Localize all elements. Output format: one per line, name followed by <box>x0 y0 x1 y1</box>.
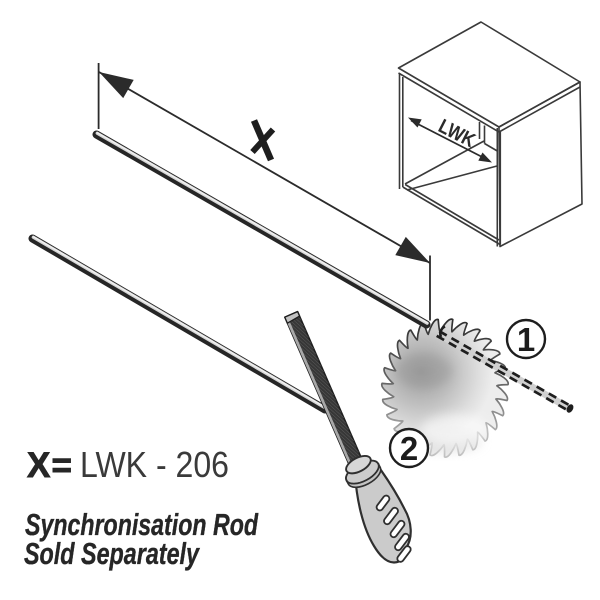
svg-text:Synchronisation Rod: Synchronisation Rod <box>25 507 259 542</box>
svg-text:X=: X= <box>27 446 72 485</box>
svg-text:1: 1 <box>517 321 535 358</box>
svg-text:LWK - 206: LWK - 206 <box>80 444 229 485</box>
svg-text:Sold Separately: Sold Separately <box>24 536 200 571</box>
svg-text:2: 2 <box>400 430 418 467</box>
